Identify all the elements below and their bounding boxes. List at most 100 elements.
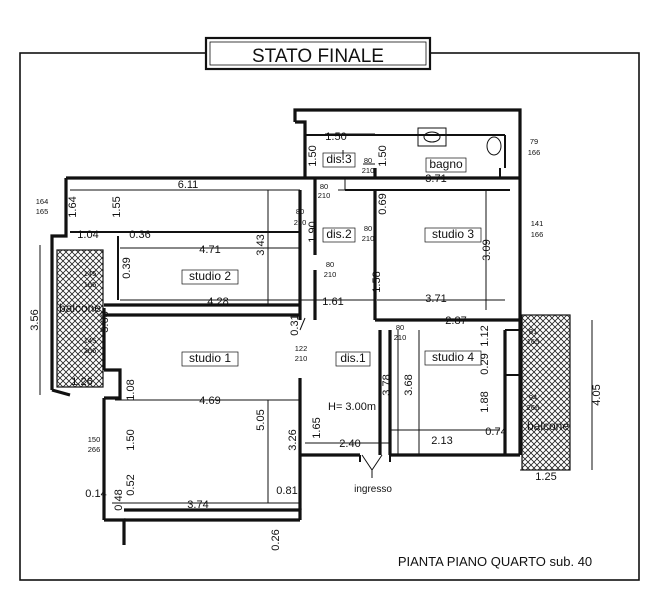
dimension: 4.28 xyxy=(207,296,228,308)
room-label: balcone xyxy=(59,301,101,315)
opening-label: 166 xyxy=(531,230,544,239)
dimension: 1.50 xyxy=(125,429,137,450)
dimension: 0.36 xyxy=(129,229,150,241)
wall xyxy=(102,308,126,545)
entrance-arrow xyxy=(361,454,383,478)
dimension: 3.26 xyxy=(287,429,299,450)
wall xyxy=(305,134,506,168)
entrance-label: ingresso xyxy=(354,484,392,495)
balcony-right xyxy=(521,314,571,471)
dimension: 1.50 xyxy=(377,145,389,166)
wall xyxy=(124,508,302,522)
dimension: 3.43 xyxy=(255,234,267,255)
opening-label: 150 xyxy=(88,435,101,444)
dimension: 1.08 xyxy=(125,379,137,400)
wall xyxy=(50,176,305,397)
dimension: 6.11 xyxy=(178,179,199,191)
room-label: bagno xyxy=(429,157,463,171)
opening-label: 165 xyxy=(84,280,97,289)
dimension: 3.78 xyxy=(381,374,393,395)
dimension: 0.39 xyxy=(121,257,133,278)
title-box xyxy=(204,36,432,71)
opening-label: 210 xyxy=(362,166,375,175)
opening-label: 266 xyxy=(88,445,101,454)
opening-label: 122 xyxy=(295,344,308,353)
opening-label: 165 xyxy=(36,207,49,216)
balcony-left xyxy=(56,249,104,388)
dimension: 1.90 xyxy=(307,221,319,242)
room-label: studio 2 xyxy=(189,269,231,283)
opening-label: 165 xyxy=(527,337,540,346)
dimension: 1.55 xyxy=(111,196,123,217)
dimension: 1.50 xyxy=(325,131,346,143)
dimension: 3.68 xyxy=(403,374,415,395)
opening-label: 164 xyxy=(36,197,49,206)
opening-label: 80 xyxy=(296,207,304,216)
dimension: 3.71 xyxy=(425,293,446,305)
opening-label: 166 xyxy=(528,148,541,157)
opening-label: 145 xyxy=(84,336,97,345)
dimension: 3.09 xyxy=(481,239,493,260)
dimension: 0.14 xyxy=(85,488,106,500)
dimension: 1.25 xyxy=(535,471,556,483)
dimension: 4.69 xyxy=(199,395,220,407)
wall xyxy=(70,231,300,300)
opening-label: 210 xyxy=(318,191,331,200)
dimension: 1.12 xyxy=(479,325,491,346)
sink-icon xyxy=(486,136,502,156)
opening-label: 266 xyxy=(84,346,97,355)
wall xyxy=(505,329,520,376)
height-note: H= 3.00m xyxy=(328,401,376,413)
footer-caption: PIANTA PIANO QUARTO sub. 40 xyxy=(398,554,592,569)
opening-label: 80 xyxy=(396,323,404,332)
opening-label: 80 xyxy=(364,224,372,233)
dimension: 0.26 xyxy=(270,529,282,550)
dimension: 1.50 xyxy=(307,145,319,166)
toilet-icon xyxy=(417,127,447,147)
opening-label: 266 xyxy=(527,403,540,412)
opening-label: 80 xyxy=(364,156,372,165)
dimension: 3.71 xyxy=(425,173,446,185)
room-label: studio 4 xyxy=(432,350,474,364)
dimension: 0.81 xyxy=(276,485,297,497)
opening-label: 79 xyxy=(530,137,538,146)
dimension: 3.56 xyxy=(29,309,41,330)
opening-label: 210 xyxy=(394,333,407,342)
opening-label: 141 xyxy=(531,219,544,228)
opening-label: 210 xyxy=(294,218,307,227)
wall xyxy=(378,330,392,455)
opening-label: 145 xyxy=(84,269,97,278)
opening-label: 210 xyxy=(362,234,375,243)
dimension: 1.58 xyxy=(371,271,383,292)
dimension: 0.48 xyxy=(113,489,125,510)
dimension: 3.63 xyxy=(99,311,111,332)
room-label: studio 3 xyxy=(432,227,474,241)
opening-label: 210 xyxy=(295,354,308,363)
dimension: 4.71 xyxy=(199,244,220,256)
dimension: 0.69 xyxy=(377,193,389,214)
opening-label: 210 xyxy=(324,270,337,279)
dimension: 3.74 xyxy=(187,499,208,511)
dimension: 1.65 xyxy=(311,417,323,438)
room-label: studio 1 xyxy=(189,351,231,365)
dimension: 1.88 xyxy=(479,391,491,412)
dimension: 0.74 xyxy=(485,426,506,438)
dimension: 1.04 xyxy=(77,229,98,241)
page-title: STATO FINALE xyxy=(252,46,384,67)
dimension: 0.31 xyxy=(289,314,301,335)
dimension: 2.87 xyxy=(445,315,466,327)
dimension: 1.26 xyxy=(71,376,92,388)
dimension: 2.40 xyxy=(339,438,360,450)
dimension: 2.13 xyxy=(431,435,452,447)
room-label: dis.1 xyxy=(340,351,366,365)
opening-label: 80 xyxy=(326,260,334,269)
dimension: 4.05 xyxy=(591,384,603,405)
room-label: dis.3 xyxy=(326,152,352,166)
dimension: 1.61 xyxy=(322,296,343,308)
room-label: balcone xyxy=(527,419,569,433)
dimension: 5.05 xyxy=(255,409,267,430)
wall xyxy=(503,320,522,455)
opening-label: 80 xyxy=(320,182,328,191)
dimension: 0.29 xyxy=(479,353,491,374)
